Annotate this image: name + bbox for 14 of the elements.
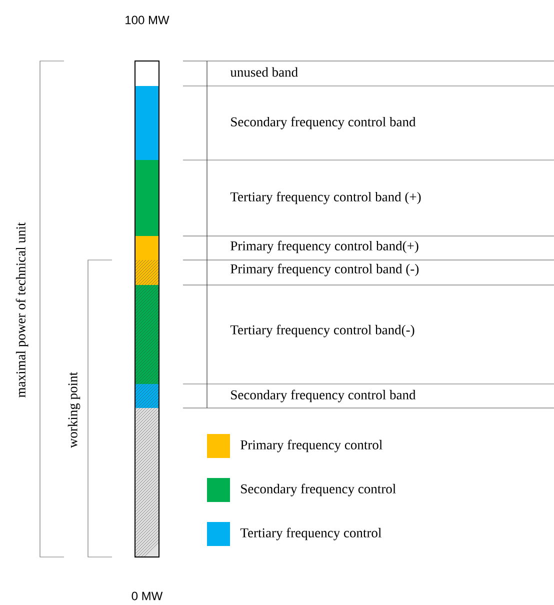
legend-label: Secondary frequency control bbox=[241, 484, 396, 496]
legend-label: Primary frequency control bbox=[240, 440, 382, 452]
bracket-label: maximal power of technical unit bbox=[16, 222, 28, 398]
band-label: Primary frequency control band (-) bbox=[230, 264, 419, 276]
scale-label: 0 MW bbox=[132, 592, 163, 600]
band-label: Secondary frequency control band bbox=[231, 116, 416, 130]
bracket-label: working point bbox=[68, 372, 80, 448]
band-label: Secondary frequency control band bbox=[231, 390, 416, 402]
band-label: Tertiary frequency control band(-) bbox=[230, 324, 414, 338]
band-label: Tertiary frequency control band (+) bbox=[230, 192, 421, 204]
legend-label: Tertiary frequency control bbox=[240, 528, 382, 540]
band-label: unused band bbox=[230, 67, 298, 77]
scale-label: 100 MW bbox=[126, 16, 170, 24]
band-label: Primary frequency control band(+) bbox=[230, 240, 418, 254]
